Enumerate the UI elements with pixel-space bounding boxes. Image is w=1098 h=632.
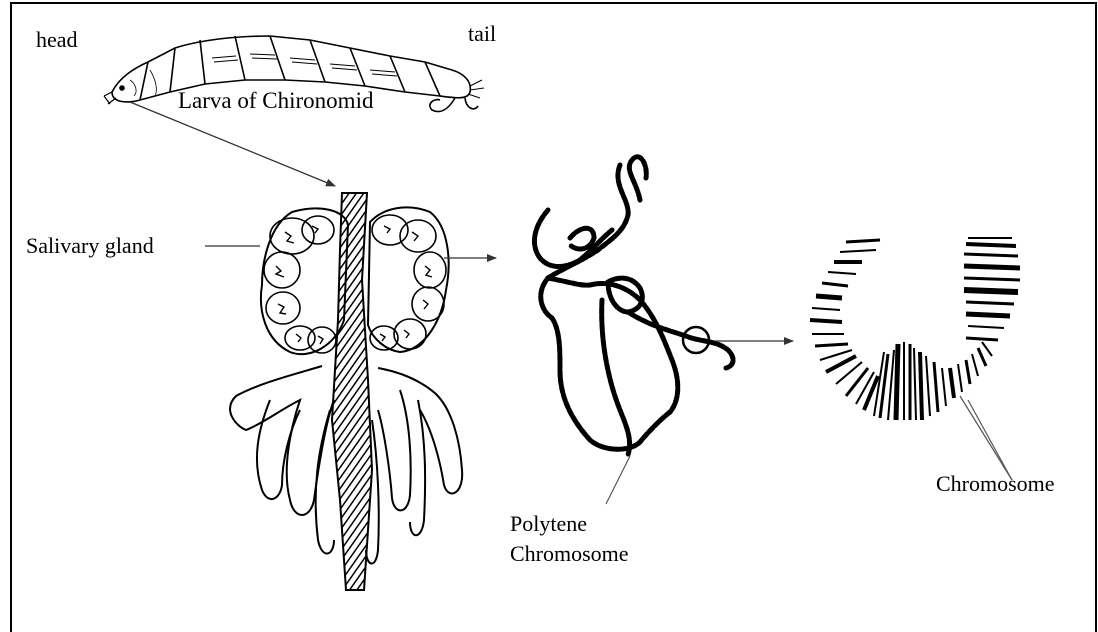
arrow-larva-to-gland	[130, 102, 335, 186]
tail-label: tail	[468, 22, 496, 46]
chromosome-leader-2	[968, 400, 1012, 480]
polytene-leader	[606, 456, 630, 504]
salivary-gland-drawing	[230, 193, 462, 590]
polytene-label-line2: Chromosome	[510, 542, 629, 566]
polytene-label-line1: Polytene	[510, 512, 587, 536]
polytene-chromosome-drawing	[534, 157, 733, 455]
salivary-gland-label: Salivary gland	[26, 234, 154, 258]
larva-label: Larva of Chironomid	[178, 88, 373, 113]
head-label: head	[36, 28, 78, 52]
chromosome-label: Chromosome	[936, 472, 1055, 496]
chromosome-leader-1	[960, 396, 1012, 480]
banded-chromosome-drawing	[810, 238, 1020, 420]
